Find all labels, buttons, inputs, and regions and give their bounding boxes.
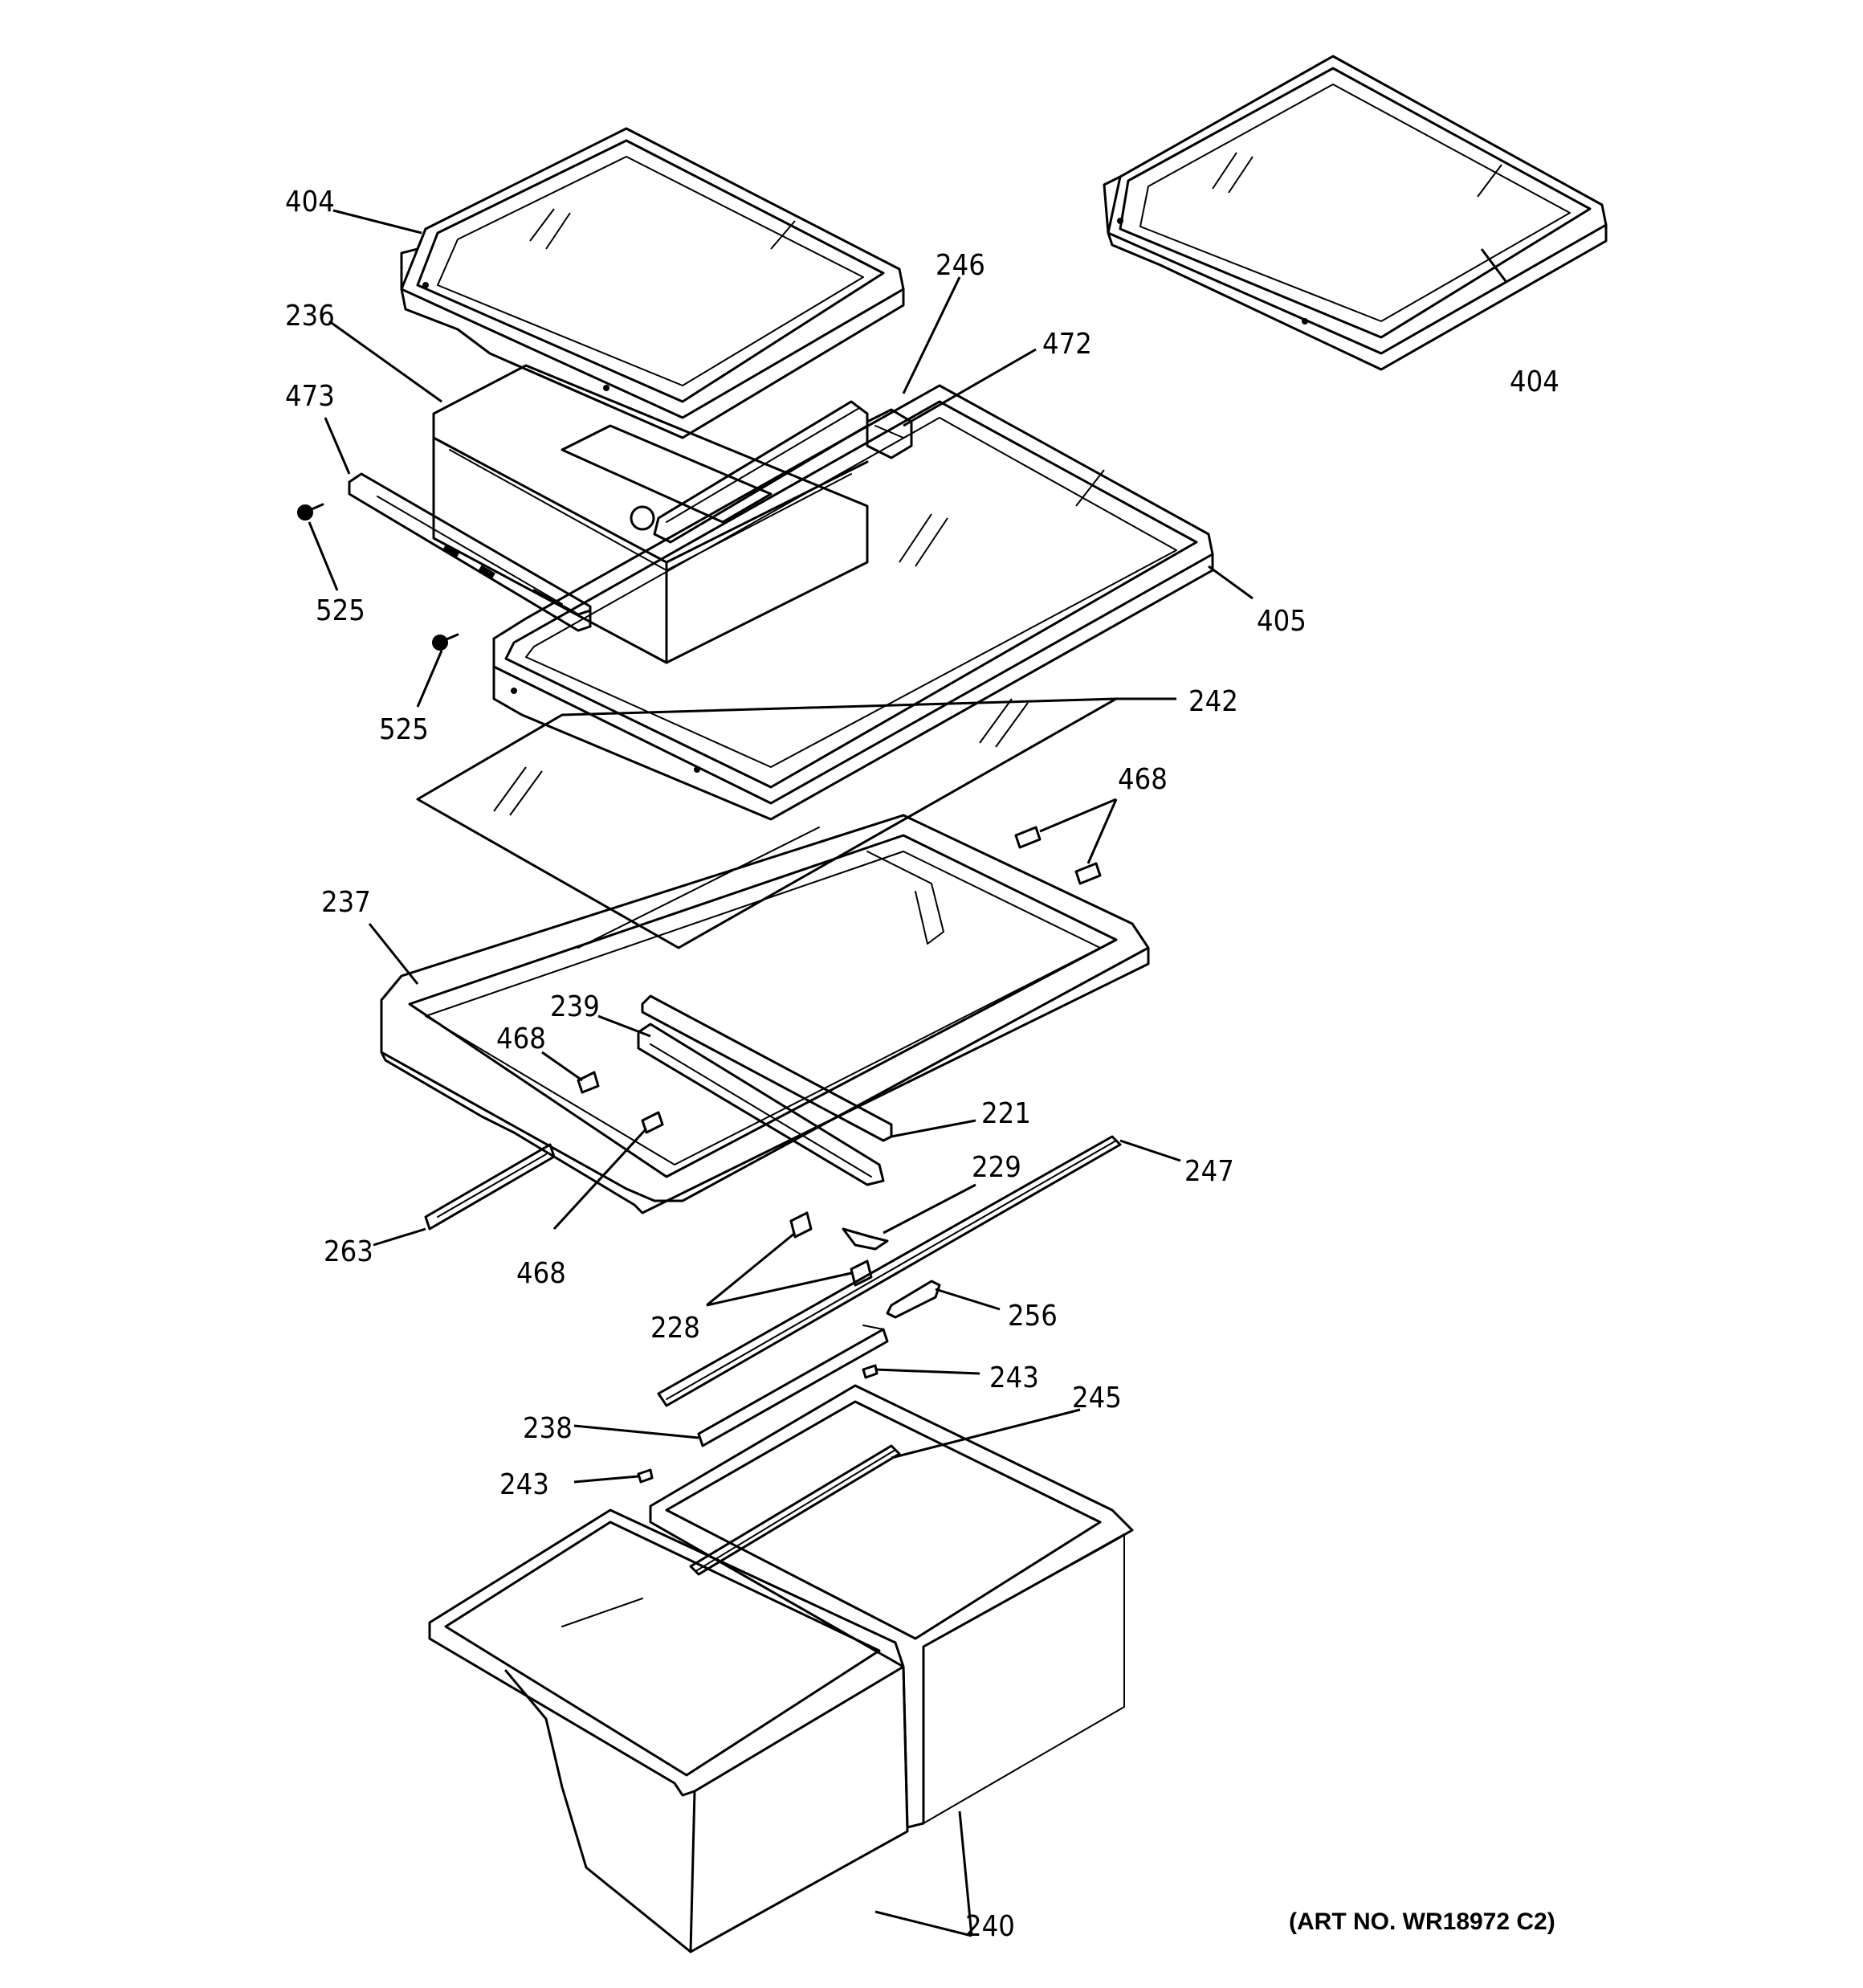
callout-473: 473 — [285, 380, 335, 413]
callout-246: 246 — [936, 249, 985, 282]
callout-236: 236 — [285, 300, 335, 333]
callout-472: 472 — [1042, 328, 1092, 361]
pad-468-right — [1014, 826, 1102, 885]
callout-243-a: 243 — [989, 1361, 1039, 1394]
shelf-405 — [492, 384, 1214, 821]
callout-525-b: 525 — [379, 713, 429, 746]
callout-263: 263 — [324, 1235, 373, 1268]
glass-242 — [416, 697, 1118, 949]
shelf-404-right — [1103, 55, 1608, 371]
callout-256: 256 — [1008, 1300, 1058, 1333]
callout-237: 237 — [321, 886, 371, 919]
bar-247 — [657, 1135, 1122, 1407]
part-229 — [842, 1227, 889, 1251]
shelf-404-left — [400, 127, 905, 439]
drawer-240-right — [649, 1384, 1134, 1829]
callout-228: 228 — [650, 1312, 700, 1345]
callout-242: 242 — [1188, 685, 1238, 718]
bracket-472 — [866, 408, 913, 459]
part-228 — [789, 1211, 873, 1287]
callout-243-b: 243 — [499, 1468, 549, 1501]
callout-247: 247 — [1184, 1155, 1234, 1188]
screw-525-a — [297, 503, 324, 520]
callout-468-right: 468 — [1118, 763, 1168, 796]
callout-468-bottom: 468 — [516, 1257, 566, 1290]
callout-245: 245 — [1072, 1382, 1122, 1414]
rail-473 — [348, 472, 592, 632]
rail-221 — [641, 994, 893, 1142]
callout-525-a: 525 — [316, 594, 365, 627]
callout-229: 229 — [972, 1151, 1021, 1184]
callout-404-top-left: 404 — [285, 186, 335, 218]
callout-221: 221 — [981, 1097, 1031, 1130]
rail-238 — [697, 1325, 889, 1447]
art-number-label: (ART NO. WR18972 C2) — [1289, 1908, 1555, 1935]
support-239 — [637, 1023, 885, 1186]
frame-237 — [380, 814, 1150, 1214]
cap-243-a — [862, 1364, 879, 1379]
cap-243-b — [637, 1468, 654, 1484]
drawer-240-left — [428, 1508, 909, 1953]
divider-245 — [689, 1444, 901, 1576]
pad-468-left — [577, 1071, 664, 1134]
callout-405: 405 — [1257, 605, 1307, 638]
callout-404-top-right: 404 — [1510, 365, 1559, 398]
slide-263 — [424, 1143, 556, 1231]
callout-labels: 404 404 236 246 472 473 525 525 405 242 … — [285, 186, 1559, 1943]
callout-240: 240 — [965, 1910, 1015, 1943]
callout-238: 238 — [523, 1412, 573, 1445]
leader-lines — [308, 209, 1507, 1937]
screw-525-b — [432, 633, 459, 651]
part-256 — [886, 1280, 941, 1319]
callout-468-left: 468 — [496, 1023, 546, 1055]
callout-239: 239 — [550, 990, 600, 1023]
drawer-236 — [432, 364, 869, 664]
